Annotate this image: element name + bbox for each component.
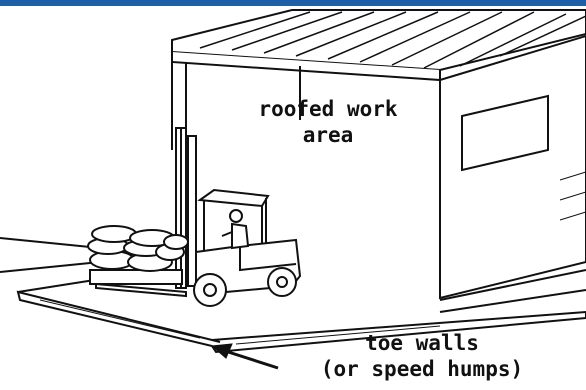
top-bar [0, 0, 586, 6]
toe-label-line2: (or speed humps) [262, 356, 582, 382]
toe-label-line1: toe walls [262, 330, 582, 356]
sack-stack-icon [88, 226, 188, 284]
roofed-work-area-label: roofed work area [228, 96, 428, 149]
toe-walls-label: toe walls (or speed humps) [262, 330, 582, 383]
roof-label-line1: roofed work [228, 96, 428, 122]
roof-label-line2: area [228, 122, 428, 148]
